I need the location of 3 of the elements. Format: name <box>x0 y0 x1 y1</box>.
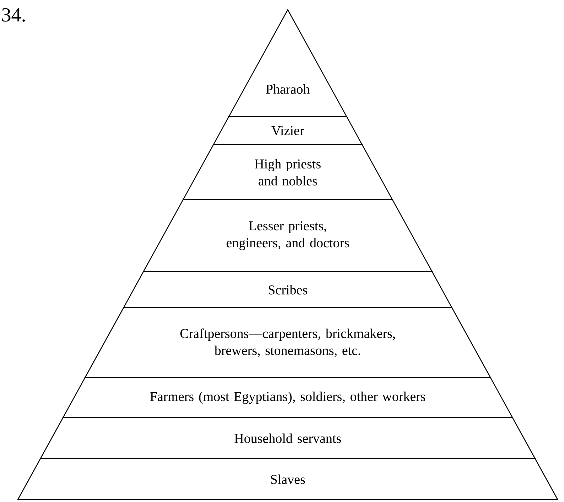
pyramid-tier: Scribes <box>123 272 453 308</box>
pyramid-tier: High priests and nobles <box>182 144 394 200</box>
figure-number: 34. <box>2 8 26 22</box>
